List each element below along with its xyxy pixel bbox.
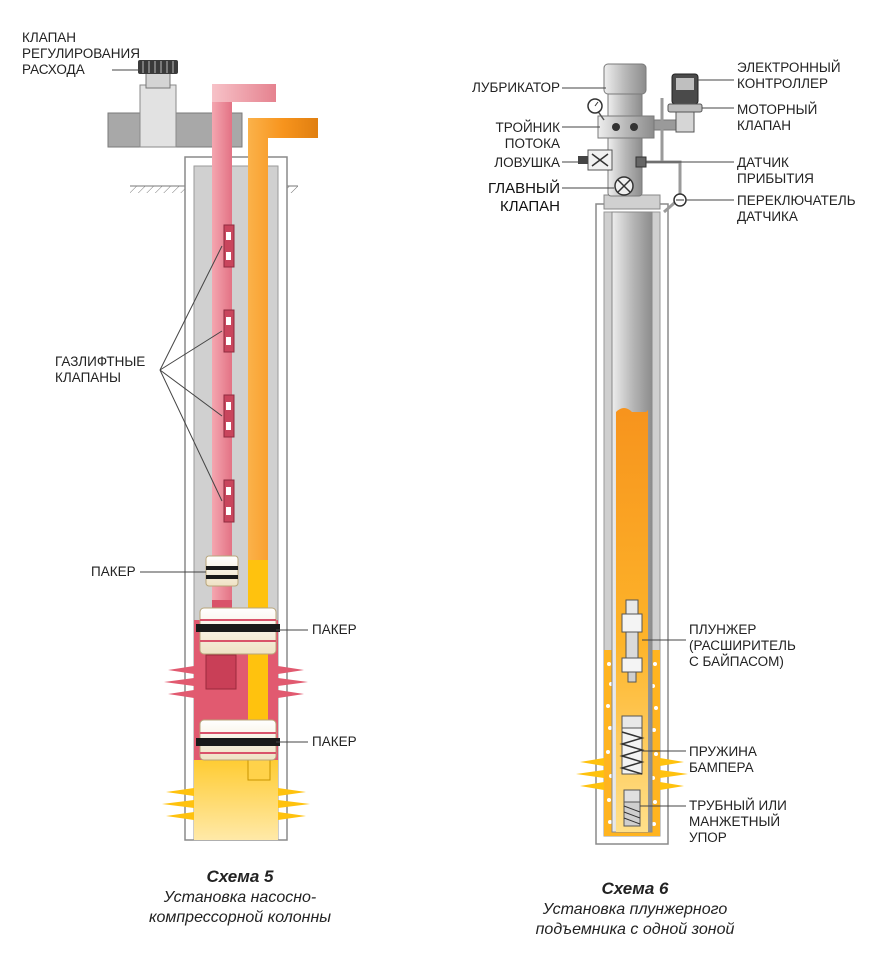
caption-diagram6-number: Схема 6 <box>500 878 770 900</box>
label-lubricator: ЛУБРИКАТОР <box>430 80 560 96</box>
label-motor-valve-line: МОТОРНЫЙ <box>737 102 817 118</box>
label-flow-tee-line: ТРОЙНИК <box>430 120 560 136</box>
caption-diagram5: Схема 5 Установка насосно- компрессорной… <box>120 866 360 928</box>
label-plunger-line: С БАЙПАСОМ) <box>689 654 796 670</box>
label-sensor-switch: ПЕРЕКЛЮЧАТЕЛЬ ДАТЧИКА <box>737 193 856 225</box>
label-packer-1: ПАКЕР <box>91 564 136 580</box>
label-tubing-stop: ТРУБНЫЙ ИЛИ МАНЖЕТНЫЙ УПОР <box>689 798 787 846</box>
packer-upper-small <box>206 556 238 586</box>
label-plunger-line: ПЛУНЖЕР <box>689 622 796 638</box>
label-motor-valve-line: КЛАПАН <box>737 118 817 134</box>
label-tubing-stop-line: ТРУБНЫЙ ИЛИ <box>689 798 787 814</box>
label-gaslift-valves-line: КЛАПАНЫ <box>55 370 145 386</box>
label-bumper-spring: ПРУЖИНА БАМПЕРА <box>689 744 757 776</box>
label-sensor-switch-line: ПЕРЕКЛЮЧАТЕЛЬ <box>737 193 856 209</box>
label-gaslift-valves-line: ГАЗЛИФТНЫЕ <box>55 354 145 370</box>
caption-diagram6: Схема 6 Установка плунжерного подъемника… <box>500 878 770 940</box>
label-tubing-stop-line: МАНЖЕТНЫЙ <box>689 814 787 830</box>
label-catcher: ЛОВУШКА <box>430 155 560 171</box>
diagram5-well <box>108 60 318 840</box>
label-sensor-switch-line: ДАТЧИКА <box>737 209 856 225</box>
label-bumper-spring-line: БАМПЕРА <box>689 760 757 776</box>
label-motor-valve: МОТОРНЫЙ КЛАПАН <box>737 102 817 134</box>
caption-diagram5-line: Установка насосно- <box>120 888 360 908</box>
caption-diagram5-line: компрессорной колонны <box>120 908 360 928</box>
label-controller-line: ЭЛЕКТРОННЫЙ <box>737 60 841 76</box>
label-controller: ЭЛЕКТРОННЫЙ КОНТРОЛЛЕР <box>737 60 841 92</box>
packer-middle <box>196 608 280 654</box>
caption-diagram6-line: подъемника с одной зоной <box>500 920 770 940</box>
label-master-valve: ГЛАВНЫЙ КЛАПАН <box>430 180 560 216</box>
label-flow-valve-line: РАСХОДА <box>22 62 140 78</box>
label-arrival-sensor-line: ДАТЧИК <box>737 155 814 171</box>
label-controller-line: КОНТРОЛЛЕР <box>737 76 841 92</box>
arrival-sensor <box>636 157 646 167</box>
label-flow-valve: КЛАПАН РЕГУЛИРОВАНИЯ РАСХОДА <box>22 30 140 78</box>
label-master-valve-line: ГЛАВНЫЙ <box>430 180 560 198</box>
label-gaslift-valves: ГАЗЛИФТНЫЕ КЛАПАНЫ <box>55 354 145 386</box>
diagram6-well <box>562 64 734 844</box>
bumper-spring <box>622 716 642 774</box>
label-arrival-sensor: ДАТЧИК ПРИБЫТИЯ <box>737 155 814 187</box>
label-arrival-sensor-line: ПРИБЫТИЯ <box>737 171 814 187</box>
label-plunger-line: (РАСШИРИТЕЛЬ <box>689 638 796 654</box>
label-master-valve-line: КЛАПАН <box>430 198 560 216</box>
motor-valve <box>676 112 694 132</box>
tubing-stop <box>624 790 640 826</box>
caption-diagram5-number: Схема 5 <box>120 866 360 888</box>
label-flow-tee: ТРОЙНИК ПОТОКА <box>430 120 560 152</box>
label-plunger: ПЛУНЖЕР (РАСШИРИТЕЛЬ С БАЙПАСОМ) <box>689 622 796 670</box>
packer-lower <box>196 720 280 760</box>
label-flow-tee-line: ПОТОКА <box>430 136 560 152</box>
valve-handwheel <box>138 60 178 74</box>
flow-tee <box>598 116 654 138</box>
label-bumper-spring-line: ПРУЖИНА <box>689 744 757 760</box>
label-tubing-stop-line: УПОР <box>689 830 787 846</box>
caption-diagram6-line: Установка плунжерного <box>500 900 770 920</box>
label-packer-2: ПАКЕР <box>312 622 357 638</box>
label-flow-valve-line: КЛАПАН <box>22 30 140 46</box>
label-flow-valve-line: РЕГУЛИРОВАНИЯ <box>22 46 140 62</box>
label-packer-3: ПАКЕР <box>312 734 357 750</box>
